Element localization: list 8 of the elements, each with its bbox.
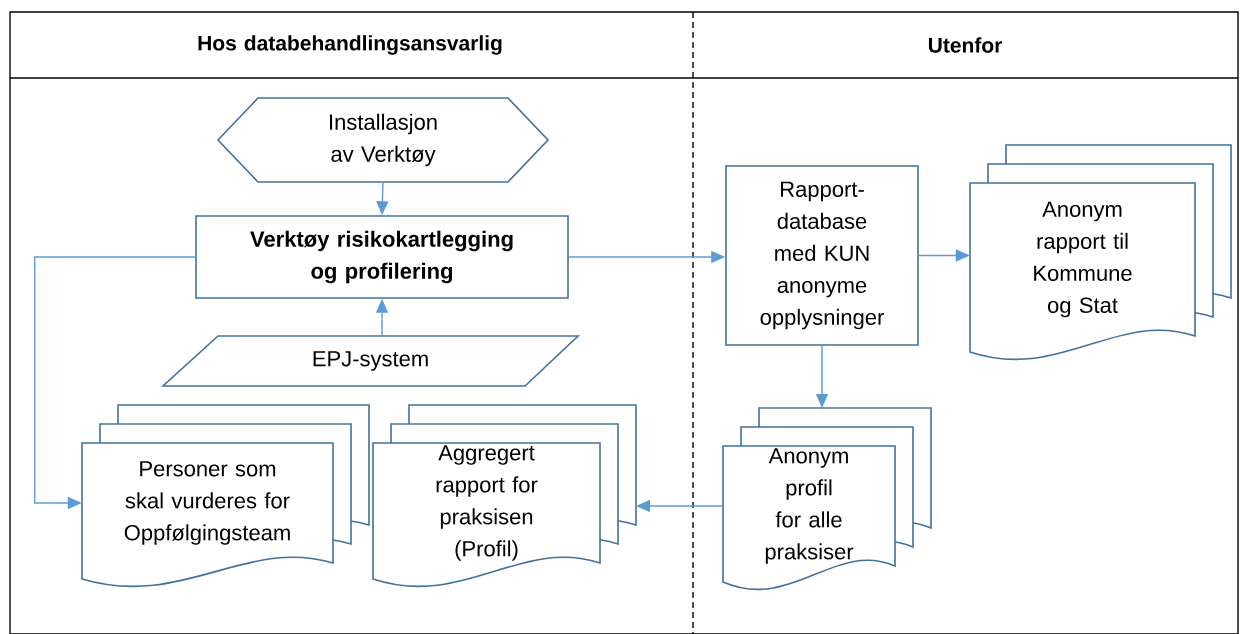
column-heading: Utenfor [928,37,1003,53]
column-heading: Hos databehandlingsansvarlig [198,35,502,55]
process-box: Verktøy risikokartlegging og profilering [195,215,569,299]
process-box: Rapport- database med KUN anonyme opplysninger [725,165,919,346]
document-stack: Anonym profil for alle praksiser [722,407,932,591]
document-stack: Personer som skal vurderes for Oppfølgingsteam [81,404,370,588]
document-stack: Aggregert rapport for praksisen (Profil) [372,404,637,588]
document-stack: Anonym rapport til Kommune og Stat [969,144,1232,361]
